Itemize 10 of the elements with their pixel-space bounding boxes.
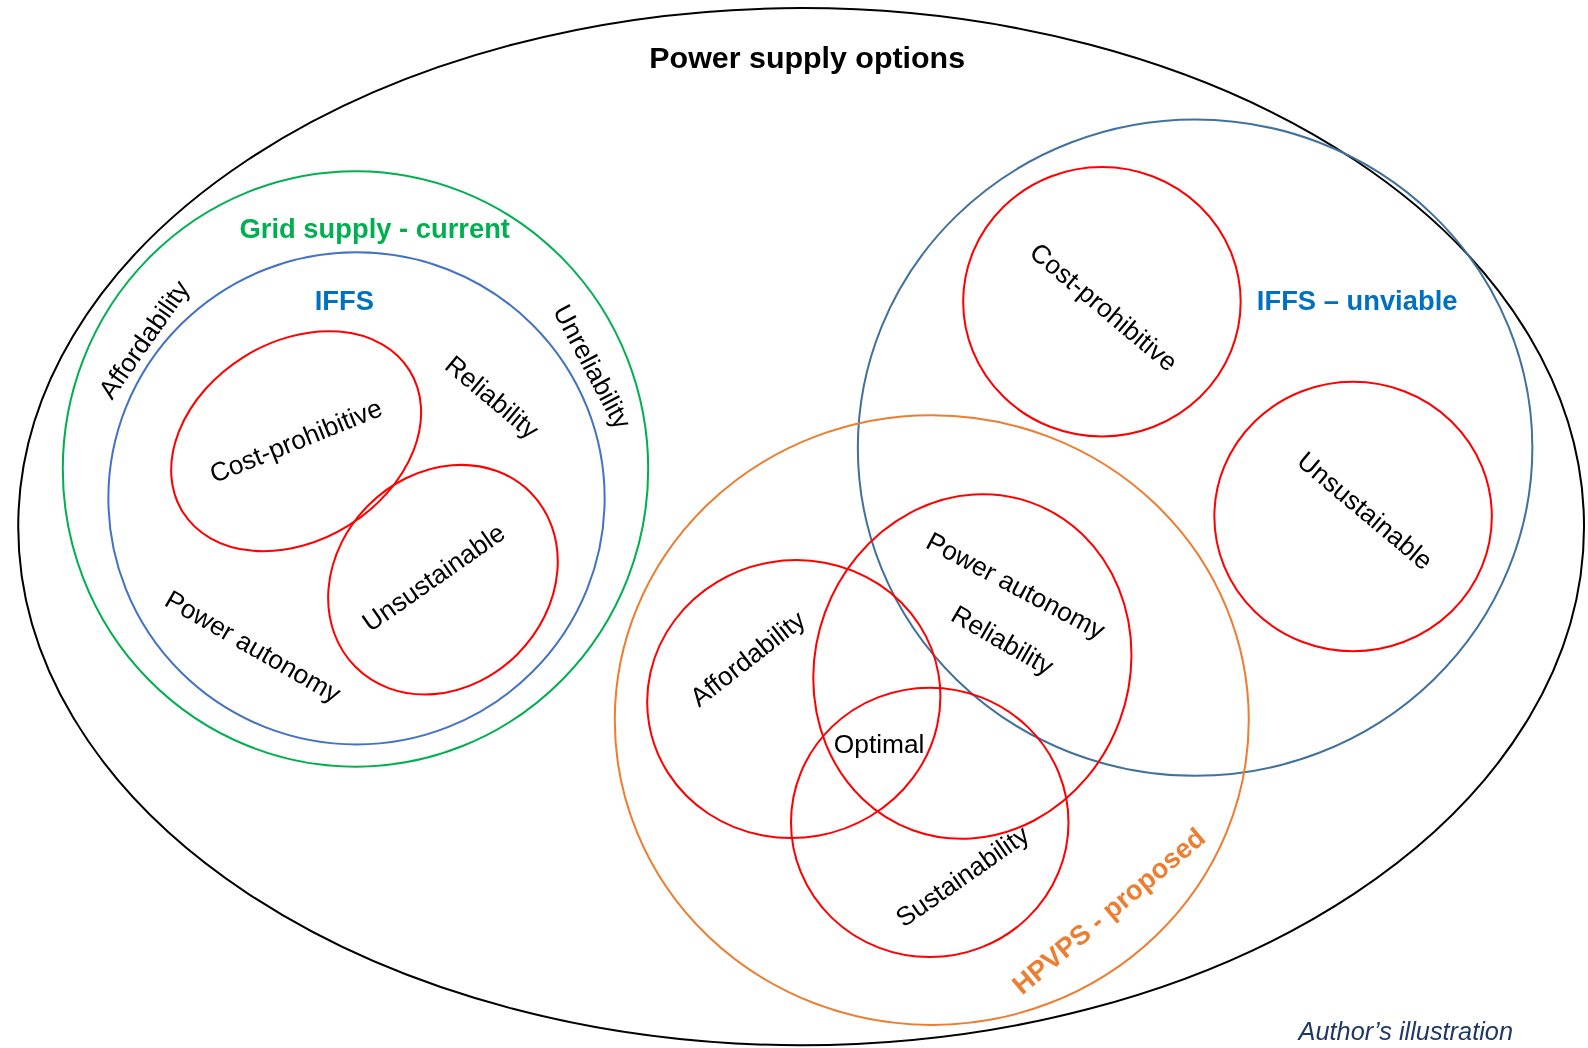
region-title: IFFS – unviable xyxy=(1256,288,1458,316)
region-title: Power supply options xyxy=(649,42,966,73)
region-title: IFFS xyxy=(314,288,374,316)
venn-circle xyxy=(1214,381,1492,652)
credit-note: Author’s illustration xyxy=(1298,1018,1513,1044)
venn-circle xyxy=(62,171,649,767)
venn-circle xyxy=(963,167,1241,437)
region-label: Optimal xyxy=(833,730,925,757)
region-title: Grid supply - current xyxy=(239,215,510,243)
outer-ellipse xyxy=(18,8,1584,1046)
